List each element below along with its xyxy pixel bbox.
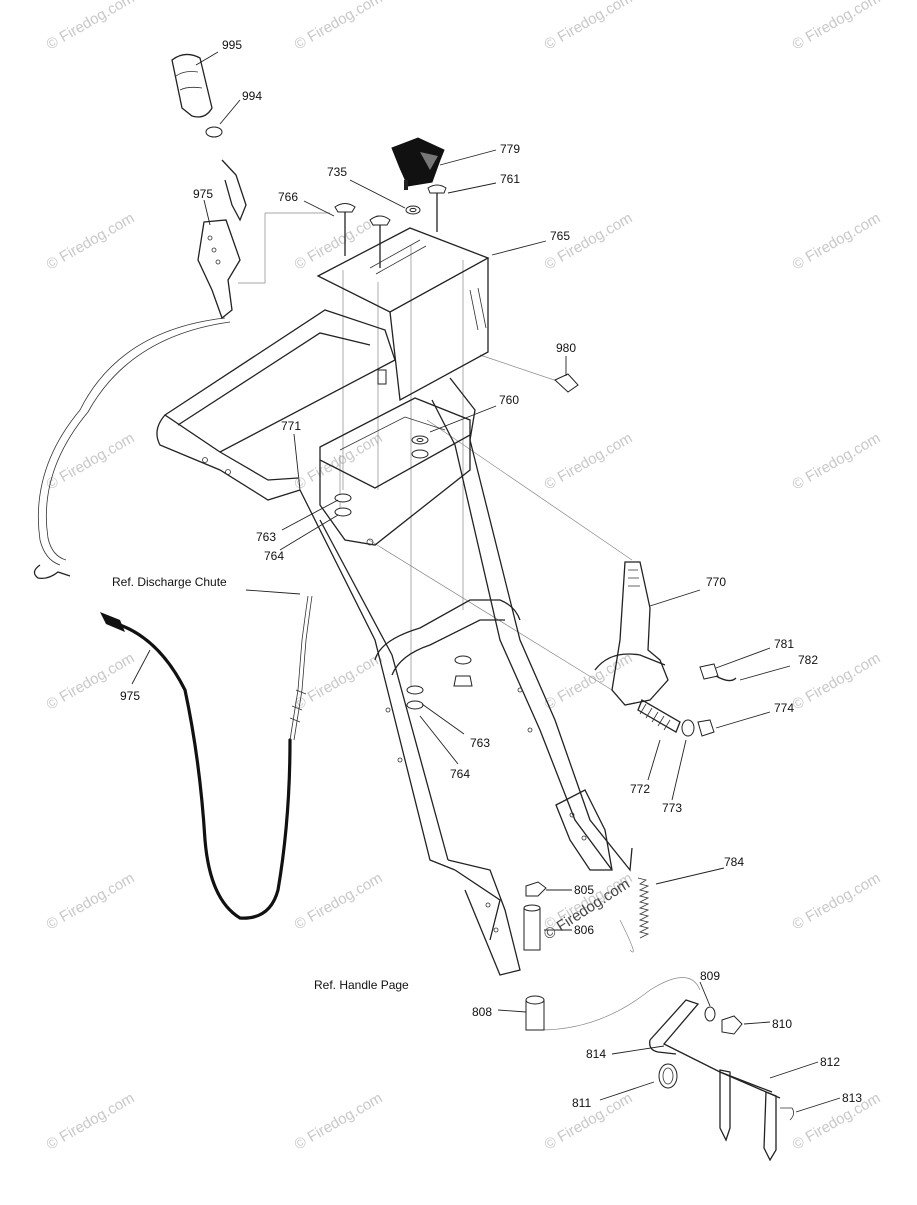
shift-pivot-770 — [594, 561, 737, 737]
part-label-811: 811 — [572, 1096, 591, 1110]
part-label-764-lower: 764 — [450, 767, 470, 781]
part-label-772: 772 — [630, 782, 650, 796]
ref-handle-page: Ref. Handle Page — [314, 978, 409, 992]
part-label-784: 784 — [724, 855, 744, 869]
shift-cable-upper — [33, 317, 231, 580]
shift-lever-975 — [171, 53, 247, 320]
part-label-805: 805 — [574, 883, 594, 897]
watermark-text: © Firedog.com — [44, 1089, 138, 1153]
part-label-765: 765 — [550, 229, 570, 243]
leader-lines — [131, 51, 841, 1113]
watermark-text: © Firedog.com — [542, 429, 636, 493]
guide-line — [619, 919, 634, 953]
watermark-text: © Firedog.com — [292, 869, 386, 933]
part-label-774: 774 — [774, 701, 794, 715]
watermark-text: © Firedog.com — [790, 209, 884, 273]
guide-line — [539, 977, 701, 1031]
bracket-760 — [319, 397, 471, 546]
part-label-812: 812 — [820, 1055, 840, 1069]
shift-cable-lower — [100, 595, 313, 920]
alignment-guides — [238, 212, 701, 1031]
watermark-text: © Firedog.com — [292, 1089, 386, 1153]
part-label-810: 810 — [772, 1017, 792, 1031]
watermark-text: © Firedog.com — [292, 429, 386, 493]
part-label-781: 781 — [774, 637, 794, 651]
watermark-text: © Firedog.com — [44, 209, 138, 273]
shift-rod-812 — [649, 999, 794, 1162]
part-label-764: 764 — [264, 549, 284, 563]
watermark-text: © Firedog.com — [542, 0, 636, 53]
watermark-text: © Firedog.com — [542, 649, 636, 713]
watermark-text: © Firedog.com — [44, 869, 138, 933]
handle-frame — [156, 309, 633, 976]
watermark-text: © Firedog.com — [790, 0, 884, 53]
part-label-975: 975 — [193, 187, 213, 201]
part-label-975-cable: 975 — [120, 689, 140, 703]
part-label-813: 813 — [842, 1091, 862, 1105]
watermark-text: © Firedog.com — [292, 0, 386, 53]
part-label-773: 773 — [662, 801, 682, 815]
part-label-814: 814 — [586, 1047, 606, 1061]
part-label-779: 779 — [500, 142, 520, 156]
guide-line — [238, 213, 266, 284]
ref-discharge-chute: Ref. Discharge Chute — [112, 575, 227, 589]
guide-line — [368, 539, 613, 691]
watermark-text: © Firedog.com — [44, 0, 138, 53]
part-label-994: 994 — [242, 89, 262, 103]
shift-bracket-765 — [316, 227, 490, 402]
knob-779 — [391, 137, 445, 190]
guide-line — [479, 354, 561, 383]
lower-hardware — [523, 877, 650, 1031]
watermark-text: © Firedog.com — [790, 429, 884, 493]
part-label-760: 760 — [499, 393, 519, 407]
part-label-808: 808 — [472, 1005, 492, 1019]
watermark-text: © Firedog.com — [292, 649, 386, 713]
part-label-771: 771 — [281, 419, 301, 433]
part-label-770: 770 — [706, 575, 726, 589]
watermark-text: © Firedog.com — [44, 649, 138, 713]
part-label-809: 809 — [700, 969, 720, 983]
part-label-980: 980 — [556, 341, 576, 355]
part-label-763-lower: 763 — [470, 736, 490, 750]
part-label-782: 782 — [798, 653, 818, 667]
part-label-995: 995 — [222, 38, 242, 52]
part-label-766: 766 — [278, 190, 298, 204]
part-label-761: 761 — [500, 172, 520, 186]
guide-line — [426, 419, 633, 561]
part-label-763: 763 — [256, 530, 276, 544]
part-label-735: 735 — [327, 165, 347, 179]
handle-grip — [171, 53, 213, 118]
watermark-text: © Firedog.com — [790, 869, 884, 933]
part-label-806: 806 — [574, 923, 594, 937]
hardware — [334, 184, 579, 710]
cable-hook — [33, 564, 71, 580]
